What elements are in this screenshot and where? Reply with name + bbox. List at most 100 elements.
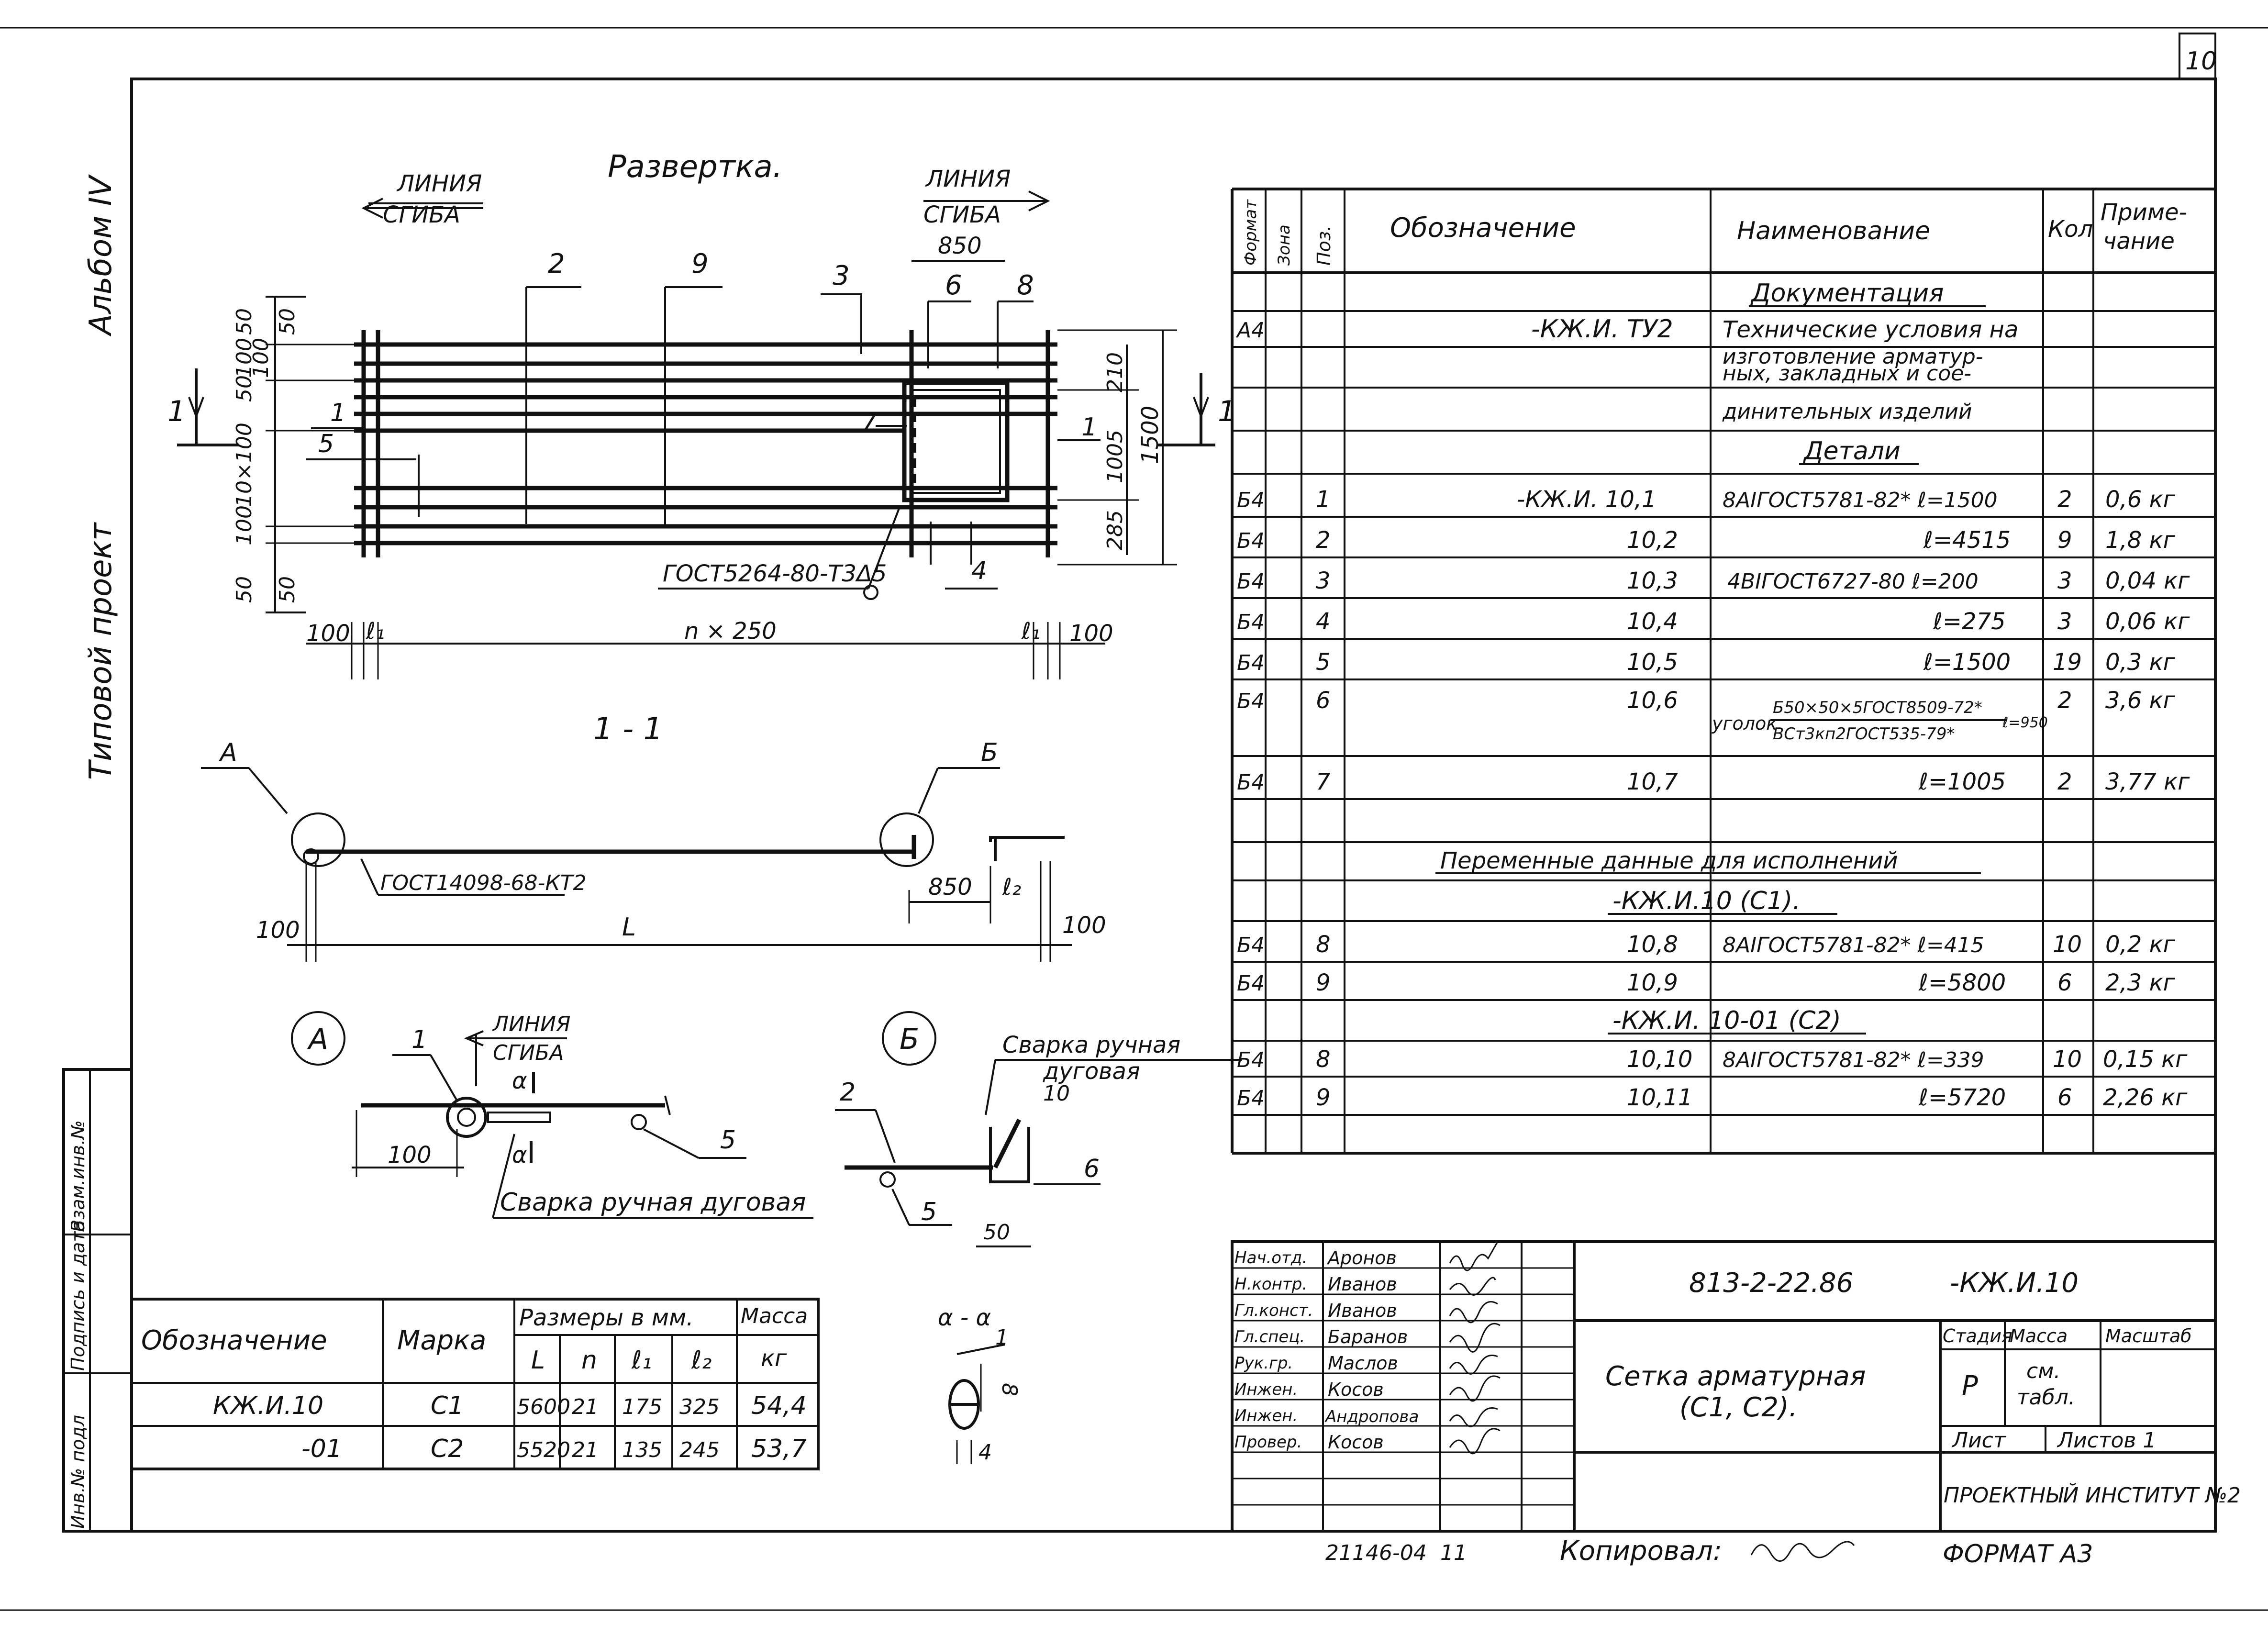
spec-v2-row1-pos: 8 bbox=[1316, 1046, 1331, 1073]
copier-signature bbox=[1750, 1541, 1855, 1562]
stamp-name-7: Андропова bbox=[1324, 1407, 1419, 1426]
sheet-footer: 21146-04 11 Копировал: ФОРМАТ А3 bbox=[1325, 1535, 2093, 1568]
detail-a-pos5: 5 bbox=[720, 1126, 736, 1155]
spec-doc-format: А4 bbox=[1235, 318, 1265, 343]
stamp-doc: -КЖ.И.10 bbox=[1950, 1268, 2079, 1299]
detail-a-100: 100 bbox=[388, 1142, 432, 1168]
detail-a-weld: Сварка ручная дуговая bbox=[500, 1188, 806, 1217]
spec-row5-format: Б4 bbox=[1237, 651, 1265, 675]
stamp-sheets-label: Листов 1 bbox=[2057, 1428, 2156, 1453]
sizes-row1-mass: 54,4 bbox=[751, 1391, 807, 1420]
stamp-role-6: Инжен. bbox=[1234, 1380, 1298, 1399]
sheet-number: 10 bbox=[2185, 47, 2217, 76]
spec-row2-qty: 9 bbox=[2057, 527, 2072, 554]
spec-v2-row2-pos: 9 bbox=[1316, 1084, 1331, 1111]
detail-a-alpha-2: α bbox=[512, 1142, 527, 1168]
spec-section-docs: Документация bbox=[1750, 279, 1944, 308]
section-dim-l2: ℓ₂ bbox=[1002, 874, 1021, 901]
sizes-row2-l2: 245 bbox=[679, 1438, 720, 1462]
left-dim-50e: 50 bbox=[275, 576, 300, 603]
bend-line-left-1: ЛИНИЯ bbox=[396, 170, 482, 197]
spec-v2-row1-qty: 10 bbox=[2053, 1046, 2082, 1073]
side-strip: Инв.№ подл Подпись и дата Взам.инв.№ bbox=[62, 1068, 133, 1533]
pos-2: 2 bbox=[548, 248, 565, 279]
spec-v1-row1-format: Б4 bbox=[1237, 933, 1265, 957]
pos-4: 4 bbox=[971, 556, 987, 585]
stamp-name-4: Баранов bbox=[1328, 1326, 1408, 1347]
spec-header-designation: Обозначение bbox=[1390, 212, 1576, 244]
detail-b-pos5: 5 bbox=[921, 1198, 937, 1226]
stamp-name-3: Иванов bbox=[1328, 1300, 1397, 1321]
spec-header-zone: Зона bbox=[1275, 224, 1294, 266]
spec-row3-name: 4ВIГОСТ6727-80 ℓ=200 bbox=[1727, 569, 1979, 594]
stamp-name-2: Иванов bbox=[1328, 1274, 1397, 1295]
spec-row1-designation: -КЖ.И. 10,1 bbox=[1517, 486, 1657, 513]
side-cell-inv: Инв.№ подл bbox=[67, 1415, 89, 1529]
spec-row7-qty: 2 bbox=[2057, 768, 2072, 795]
bend-line-left-2: СГИБА bbox=[383, 201, 460, 228]
spec-row1-format: Б4 bbox=[1237, 488, 1265, 512]
side-cell-sign: Подпись и дата bbox=[67, 1220, 89, 1371]
spec-v1-row2-designation: 10,9 bbox=[1627, 969, 1678, 996]
detail-b-pos6: 6 bbox=[1084, 1155, 1100, 1183]
spec-table: Формат Зона Поз. Обозначение Наименовани… bbox=[1231, 188, 2215, 1155]
detail-b-10: 10 bbox=[1043, 1081, 1070, 1106]
stamp-role-2: Н.контр. bbox=[1234, 1275, 1307, 1294]
spec-v1-row2-qty: 6 bbox=[2057, 969, 2072, 996]
side-cell-swap: Взам.инв.№ bbox=[67, 1120, 89, 1232]
left-dim-50d: 50 bbox=[232, 576, 256, 603]
stamp-title-1: Сетка арматурная bbox=[1605, 1361, 1866, 1392]
section-1-1: 1 - 1 А Б ГОСТ14098-68-КТ2 100 L 850 ℓ₂ … bbox=[201, 712, 1106, 962]
section-dim-100-left: 100 bbox=[256, 917, 300, 944]
sizes-row1-l2: 325 bbox=[679, 1395, 720, 1419]
spec-row5-name: ℓ=1500 bbox=[1923, 649, 2011, 676]
detail-a-bend-2: СГИБА bbox=[493, 1041, 564, 1065]
spec-row6-angle-num: Б50×50×5ГОСТ8509-72* bbox=[1773, 698, 1982, 717]
spec-v2-row2-note: 2,26 кг bbox=[2103, 1084, 2188, 1111]
sizes-col-mass-2: кг bbox=[761, 1345, 787, 1372]
section-mark-left: 1 bbox=[167, 395, 186, 428]
left-dim-50b: 50 bbox=[275, 308, 300, 335]
sizes-row1-designation: КЖ.И.10 bbox=[213, 1391, 323, 1420]
callout-b: Б bbox=[981, 738, 998, 767]
stamp-stage: Р bbox=[1962, 1370, 1978, 1401]
stamp-name-6: Косов bbox=[1328, 1379, 1384, 1400]
sizes-row1-n: 21 bbox=[572, 1395, 599, 1419]
stamp-code: 813-2-22.86 bbox=[1689, 1268, 1853, 1299]
detail-b-pos2: 2 bbox=[840, 1078, 856, 1107]
spec-row6-qty: 2 bbox=[2057, 687, 2072, 714]
spec-v1-row2-name: ℓ=5800 bbox=[1918, 969, 2006, 996]
detail-b: Б Сварка ручная дуговая 10 2 6 5 50 bbox=[835, 1011, 1242, 1247]
spec-header-note-1: Приме- bbox=[2101, 199, 2187, 226]
spec-row2-note: 1,8 кг bbox=[2105, 527, 2176, 554]
sizes-row2-n: 21 bbox=[572, 1438, 599, 1462]
stamp-role-7: Инжен. bbox=[1234, 1406, 1298, 1425]
album-label: Альбом IV bbox=[83, 174, 119, 337]
sizes-table: Обозначение Марка Размеры в мм. Масса кг… bbox=[130, 1298, 820, 1470]
weld-note-plan: ГОСТ5264-80-Т3Δ5 bbox=[663, 560, 887, 587]
bend-line-right-2: СГИБА bbox=[923, 201, 1001, 228]
spec-row6-pos: 6 bbox=[1316, 687, 1331, 714]
spec-row6-angle-prefix: уголок bbox=[1712, 713, 1777, 734]
detail-b-50: 50 bbox=[983, 1220, 1010, 1245]
pos-7: 7 bbox=[861, 408, 877, 437]
spec-row7-name: ℓ=1005 bbox=[1918, 768, 2006, 795]
sizes-col-sizes: Размеры в мм. bbox=[519, 1304, 693, 1331]
pos-8: 8 bbox=[1017, 270, 1034, 301]
spec-v2-row1-designation: 10,10 bbox=[1627, 1046, 1692, 1073]
left-dim-50a: 50 bbox=[232, 308, 256, 335]
sizes-row2-designation: -01 bbox=[301, 1435, 342, 1463]
sizes-row1-L: 5600 bbox=[517, 1395, 570, 1419]
stamp-org: ПРОЕКТНЫЙ ИНСТИТУТ №2 bbox=[1944, 1482, 2241, 1508]
stamp-mass-value-1: см. bbox=[2026, 1359, 2060, 1383]
detail-a-bend-1: ЛИНИЯ bbox=[492, 1012, 571, 1036]
detail-a: А ЛИНИЯ СГИБА 1 α 100 α 5 Сварка ручная … bbox=[291, 1011, 813, 1219]
spec-v2-row2-name: ℓ=5720 bbox=[1918, 1084, 2006, 1111]
spec-row2-name: ℓ=4515 bbox=[1923, 527, 2011, 554]
format-label: ФОРМАТ А3 bbox=[1943, 1540, 2093, 1568]
callout-a: А bbox=[219, 738, 237, 767]
stamp-name-5: Маслов bbox=[1328, 1353, 1398, 1374]
spec-row6-format: Б4 bbox=[1237, 689, 1265, 713]
stamp-name-1: Аронов bbox=[1326, 1247, 1397, 1268]
detail-b-weld-2: дуговая bbox=[1043, 1058, 1140, 1085]
